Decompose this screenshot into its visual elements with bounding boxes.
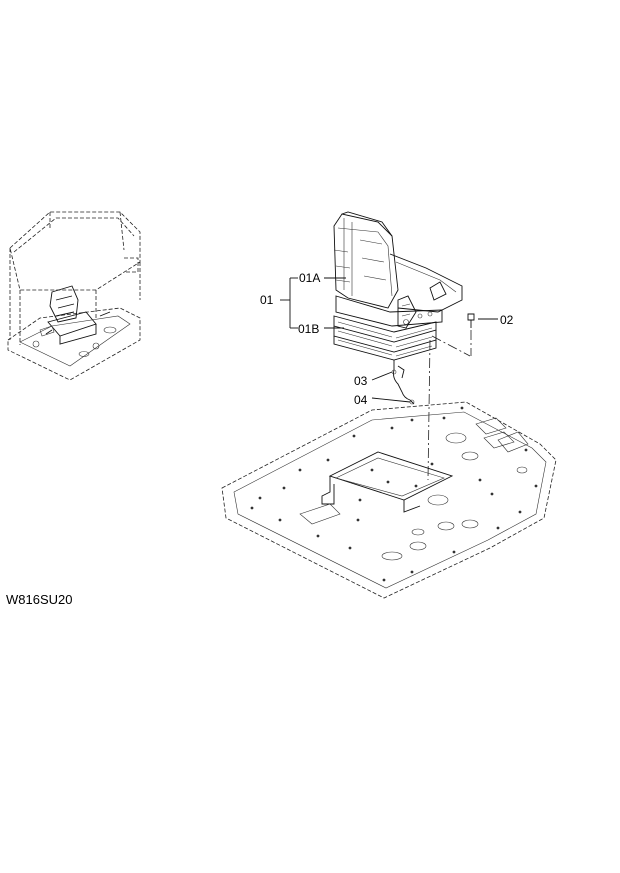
harness-illustration	[391, 360, 415, 405]
callout-03: 03	[354, 374, 368, 388]
callout-01b: 01B	[298, 322, 319, 336]
leader-lines	[280, 277, 498, 403]
bolt-02-illustration	[431, 313, 475, 357]
floor-plate-illustration	[221, 401, 557, 599]
callout-04: 04	[354, 393, 368, 407]
cab-overview-illustration	[7, 211, 141, 381]
alignment-line	[427, 339, 431, 481]
callout-01a: 01A	[299, 271, 320, 285]
callout-01: 01	[260, 293, 274, 307]
seat-assembly-illustration	[333, 211, 463, 361]
drawing-reference: W816SU20	[6, 592, 72, 607]
callout-02: 02	[500, 313, 514, 327]
